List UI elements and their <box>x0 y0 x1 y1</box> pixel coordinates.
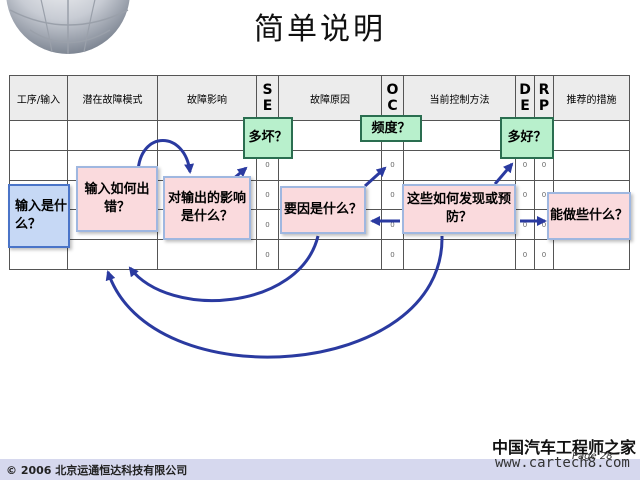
tag-severity: 多坏？ <box>243 117 293 159</box>
box-failure-mode: 输入如何出错？ <box>76 166 158 232</box>
header-sev: S E <box>256 75 279 121</box>
watermark-name: 中国汽车工程师之家 <box>492 438 637 457</box>
footer-bar <box>0 459 640 480</box>
box-input: 输入是什么？ <box>8 184 70 248</box>
tag-occurrence: 频度？ <box>360 115 422 142</box>
header-rpn: R P <box>534 75 554 121</box>
box-action: 能做些什么？ <box>547 192 631 240</box>
arrow-cause-to-failure <box>128 235 320 303</box>
arrow-failure-to-effect <box>136 139 195 174</box>
watermark-url: www.cartech8.com <box>495 455 630 471</box>
box-detect: 这些如何发现或预防？ <box>402 184 516 234</box>
arrow-controls-to-input <box>105 235 444 359</box>
table-header-row: 工序/输入 潜在故障模式 故障影响 S E 故障原因 O C 当前控制方法 D … <box>9 75 630 121</box>
header-failure-mode: 潜在故障模式 <box>67 75 158 121</box>
page-number: Page 28 <box>572 451 613 462</box>
box-cause: 要因是什么？ <box>280 186 366 234</box>
table-row: 0 0 0 0 <box>9 239 630 270</box>
box-effect: 对输出的影响是什么？ <box>163 176 251 240</box>
header-actions: 推荐的措施 <box>553 75 630 121</box>
arrow-cause-to-occ <box>363 166 387 188</box>
footer-copyright: © 2006 北京运通恒达科技有限公司 <box>6 464 188 477</box>
globe-logo <box>0 0 150 58</box>
header-effect: 故障影响 <box>157 75 257 121</box>
header-det: D E <box>515 75 535 121</box>
page-title: 简单说明 <box>254 12 386 47</box>
header-occ: O C <box>381 75 404 121</box>
tag-detection: 多好？ <box>500 117 554 159</box>
header-cause: 故障原因 <box>278 75 382 121</box>
header-controls: 当前控制方法 <box>403 75 516 121</box>
arrow-detect-to-det <box>493 162 514 185</box>
header-process: 工序/输入 <box>9 75 68 121</box>
